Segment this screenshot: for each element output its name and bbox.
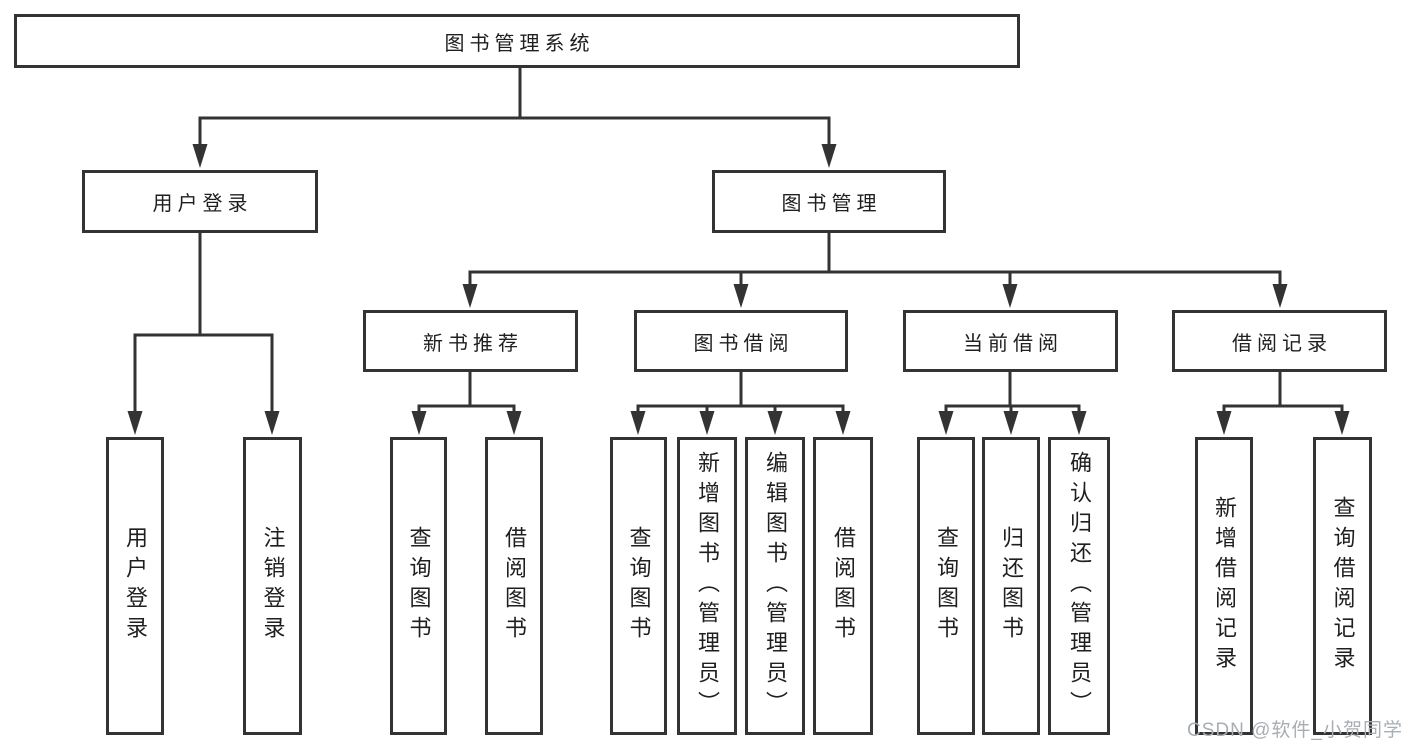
leaf-borrow-books-recommend: 借阅图书 <box>485 437 543 735</box>
node-label: 新增图书（管理员） <box>695 451 720 721</box>
node-label: 编辑图书（管理员） <box>763 451 788 721</box>
leaf-confirm-return-admin: 确认归还（管理员） <box>1048 437 1110 735</box>
csdn-watermark: CSDN @软件_小贺同学 <box>1187 720 1403 741</box>
leaf-add-books-admin: 新增图书（管理员） <box>677 437 737 735</box>
node-label: 查询图书 <box>626 526 652 646</box>
leaf-query-borrow-record: 查询借阅记录 <box>1313 437 1372 735</box>
node-label: 当前借阅 <box>963 332 1063 355</box>
node-label: 确认归还（管理员） <box>1067 451 1092 721</box>
node-borrowing-records: 借阅记录 <box>1172 310 1387 372</box>
node-label: 用户登录 <box>152 193 253 215</box>
node-label: 新增借阅记录 <box>1212 496 1237 676</box>
node-label: 借阅图书 <box>831 526 856 646</box>
node-label: 图书管理系统 <box>444 32 595 55</box>
node-user-login: 用户登录 <box>82 170 318 233</box>
node-label: 借阅图书 <box>502 526 527 646</box>
leaf-borrow-books: 借阅图书 <box>813 437 873 735</box>
leaf-query-books-recommend: 查询图书 <box>390 437 447 735</box>
arrowheads <box>127 144 1350 435</box>
node-new-book-recommendation: 新书推荐 <box>363 310 578 372</box>
node-current-borrowing: 当前借阅 <box>903 310 1118 372</box>
leaf-edit-books-admin: 编辑图书（管理员） <box>745 437 805 735</box>
leaf-query-books-current: 查询图书 <box>917 437 975 735</box>
node-label: 查询图书 <box>934 526 959 646</box>
node-label: 新书推荐 <box>423 332 523 355</box>
leaf-logout: 注销登录 <box>243 437 302 735</box>
node-label: 用户登录 <box>123 526 148 646</box>
node-library-management-system: 图书管理系统 <box>14 14 1020 68</box>
leaf-return-books: 归还图书 <box>982 437 1040 735</box>
node-label: 查询借阅记录 <box>1330 496 1356 676</box>
node-label: 查询图书 <box>406 526 432 646</box>
node-book-borrowing: 图书借阅 <box>634 310 848 372</box>
node-label: 借阅记录 <box>1232 332 1332 355</box>
leaf-add-borrow-record: 新增借阅记录 <box>1195 437 1253 735</box>
node-book-management: 图书管理 <box>712 170 946 233</box>
node-label: 图书借阅 <box>693 332 794 355</box>
leaf-query-books-borrowing: 查询图书 <box>610 437 667 735</box>
node-label: 图书管理 <box>781 193 882 215</box>
node-label: 注销登录 <box>260 526 286 646</box>
leaf-user-login: 用户登录 <box>106 437 164 735</box>
node-label: 归还图书 <box>999 526 1024 646</box>
